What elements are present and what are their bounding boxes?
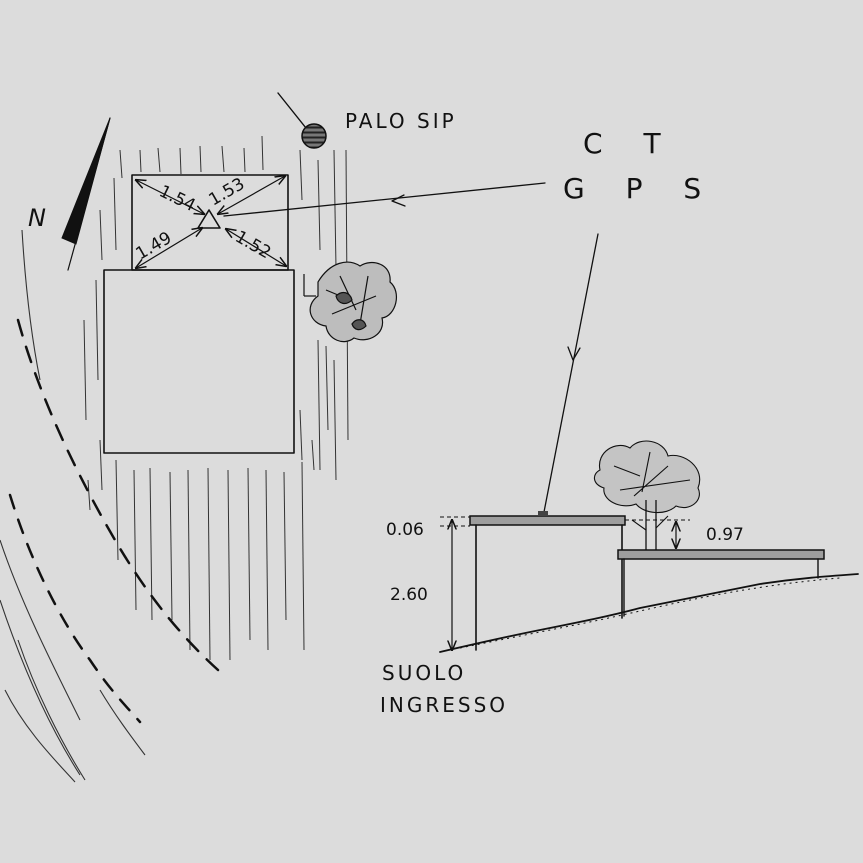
- hatch-stroke: [317, 159, 321, 251]
- hatch-stroke: [133, 469, 137, 611]
- step-height-label: 0.97: [706, 525, 744, 545]
- north-label: N: [28, 204, 46, 232]
- hatch-stroke: [283, 471, 287, 621]
- hatch-stroke: [247, 467, 251, 641]
- hatch-stroke: [149, 467, 153, 621]
- building-footprint: [103, 269, 295, 454]
- section-leader-line: [543, 233, 599, 513]
- hatch-stroke: [261, 135, 264, 171]
- plan-distance-lines: [136, 176, 286, 268]
- ground-label-line2: INGRESSO: [380, 693, 508, 717]
- hatch-stroke: [333, 359, 337, 481]
- hatch-stroke: [317, 339, 321, 471]
- road-edge-lines: [0, 229, 146, 783]
- terrain-hatching: [83, 135, 349, 661]
- hatch-stroke: [119, 149, 123, 179]
- gps-leader-arrow: [391, 194, 406, 207]
- hatch-stroke: [99, 209, 103, 261]
- section-lower-step: [617, 549, 825, 617]
- pole-label: PALO SIP: [345, 109, 457, 133]
- north-arrow-icon: [61, 117, 111, 271]
- hatch-stroke: [265, 469, 269, 651]
- ground-label-line1: SUOLO: [382, 661, 466, 685]
- shrub-icon: [303, 261, 398, 343]
- hatch-stroke: [187, 469, 191, 651]
- slab-thickness-label: 0.06: [386, 520, 424, 540]
- hatch-stroke: [299, 149, 303, 201]
- measure-top-right: 1.53: [206, 174, 249, 210]
- hatch-stroke: [139, 149, 142, 173]
- survey-pad: [131, 174, 289, 271]
- hatch-stroke: [301, 461, 305, 651]
- hatch-stroke: [113, 177, 117, 251]
- hatch-stroke: [207, 467, 211, 661]
- measure-top-left: 1.54: [156, 182, 199, 217]
- hatch-stroke: [87, 479, 91, 511]
- measure-bottom-left: 1.49: [133, 228, 176, 264]
- gps-station-icon: [197, 209, 221, 229]
- tree-icon: [593, 440, 701, 550]
- hatch-stroke: [157, 147, 161, 173]
- ground-line: [439, 573, 859, 653]
- hatch-stroke: [311, 439, 315, 471]
- ground-texture: [459, 577, 841, 649]
- hatch-stroke: [325, 345, 329, 431]
- section-dimensions: [440, 516, 690, 650]
- height-label: 2.60: [390, 585, 428, 605]
- ct-label: C T: [583, 127, 677, 160]
- section-leader-arrow: [567, 346, 581, 361]
- hatch-stroke: [333, 149, 337, 269]
- gps-leader-line: [223, 182, 546, 217]
- hatch-stroke: [221, 145, 225, 173]
- hatch-stroke: [299, 409, 303, 461]
- hatch-stroke: [179, 147, 182, 175]
- hatch-stroke: [95, 279, 99, 381]
- hatch-stroke: [243, 147, 246, 173]
- road-dashed-edge: [8, 318, 220, 724]
- hatch-stroke: [227, 469, 231, 661]
- measure-bottom-right: 1.52: [232, 227, 275, 263]
- hatch-stroke: [169, 471, 173, 621]
- utility-pole-icon: [277, 92, 327, 149]
- hatch-stroke: [83, 319, 87, 421]
- hatch-stroke: [199, 145, 202, 173]
- hatch-stroke: [115, 459, 119, 561]
- gps-label: G P S: [563, 172, 717, 205]
- hatch-stroke: [99, 439, 103, 491]
